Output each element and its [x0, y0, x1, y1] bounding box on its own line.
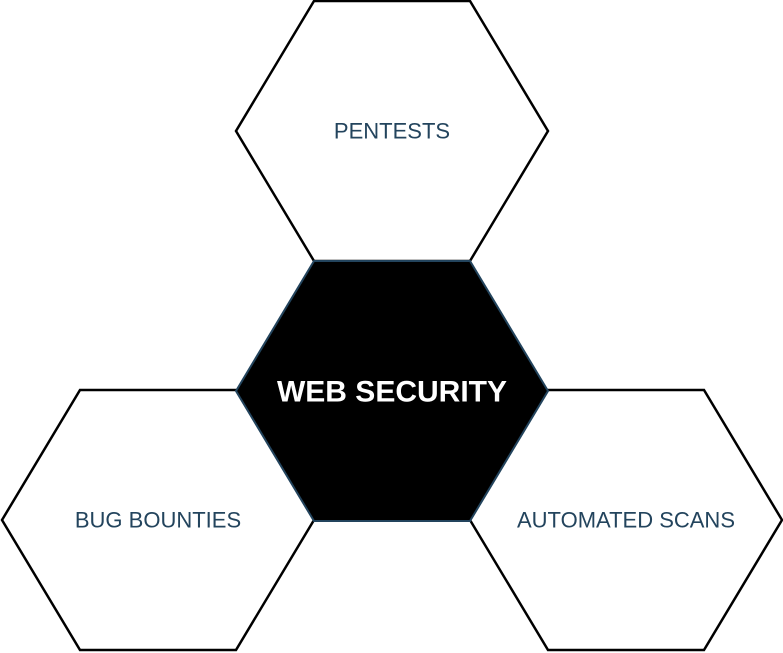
- node-label-bug-bounties: BUG BOUNTIES: [75, 508, 241, 533]
- hex-node-pentests: PENTESTS: [234, 0, 550, 263]
- node-label-pentests: PENTESTS: [334, 119, 450, 144]
- center-hexagon-shape: [234, 260, 550, 522]
- node-label-automated-scans: AUTOMATED SCANS: [517, 508, 735, 533]
- hex-node-bug-bounties: BUG BOUNTIES: [0, 388, 316, 652]
- hex-node-web-security: WEB SECURITY: [234, 260, 550, 522]
- hex-node-automated-scans: AUTOMATED SCANS: [468, 388, 783, 652]
- center-label: WEB SECURITY: [277, 376, 507, 409]
